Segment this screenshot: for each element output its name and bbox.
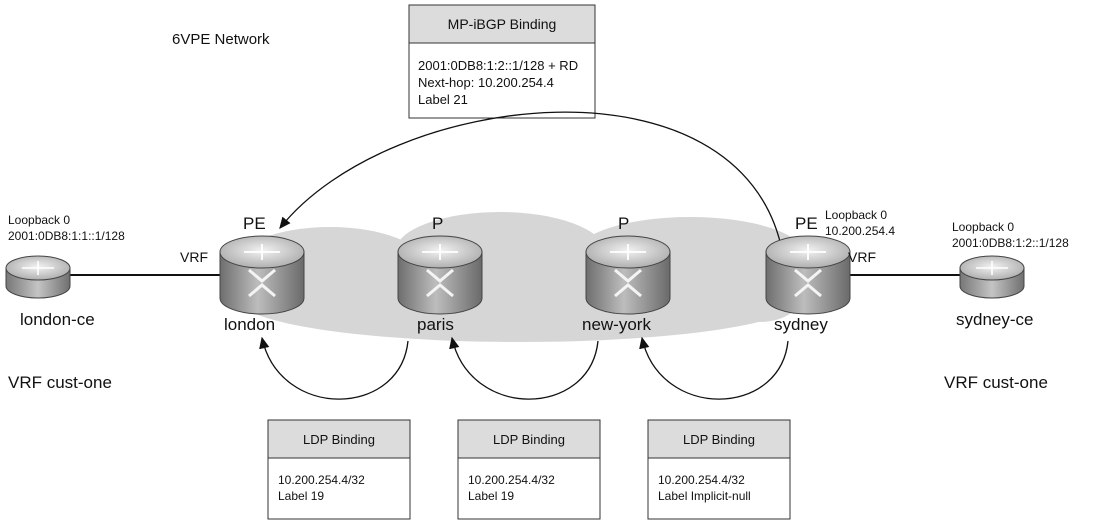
ldp-box-label: Label Implicit-null (658, 489, 751, 503)
sydney-ce-loopback-title: Loopback 0 (952, 220, 1014, 234)
router-paris[interactable] (397, 235, 483, 315)
ldp-box-prefix: 10.200.254.4/32 (658, 473, 745, 487)
new-york-role: P (618, 214, 629, 233)
sydney-ce-loopback-addr: 2001:0DB8:1:2::1/128 (952, 236, 1069, 250)
ldp-box-prefix: 10.200.254.4/32 (278, 473, 365, 487)
london-ce-loopback-title: Loopback 0 (8, 213, 70, 227)
london-name: london (224, 315, 275, 334)
mpbgp-advertisement-arrow (279, 111, 783, 251)
vrf-cust-left: VRF cust-one (8, 373, 112, 392)
mpbgp-box-line: 2001:0DB8:1:2::1/128 + RD (418, 58, 578, 73)
london-ce-loopback-addr: 2001:0DB8:1:1::1/128 (8, 229, 125, 243)
sydney-role: PE (795, 214, 818, 233)
ldp-binding-box: LDP Binding 10.200.254.4/32 Label 19 (457, 419, 601, 520)
router-arrows-icon (244, 244, 280, 260)
sydney-name: sydney (774, 315, 828, 334)
sydney-loopback-title: Loopback 0 (825, 208, 887, 222)
ldp-binding-box: LDP Binding 10.200.254.4/32 Label 19 (267, 419, 411, 520)
router-arrows-icon (790, 244, 826, 260)
mpbgp-box-line: Next-hop: 10.200.254.4 (418, 75, 554, 90)
label-switch-icon (426, 268, 454, 298)
provider-cloud (235, 212, 805, 342)
label-switch-icon (248, 268, 276, 298)
london-ce-name: london-ce (20, 310, 95, 329)
ldp-box-header: LDP Binding (303, 432, 375, 447)
router-new-york[interactable] (585, 235, 671, 315)
ldp-arrow-paris-london (259, 336, 409, 400)
ldp-arrow-newyork-paris (449, 336, 599, 400)
router-sydney[interactable] (765, 235, 851, 315)
new-york-name: new-york (582, 315, 651, 334)
ldp-arrow-sydney-newyork (639, 336, 789, 400)
router-arrows-icon (22, 261, 54, 275)
router-arrows-icon (422, 244, 458, 260)
ldp-box-label: Label 19 (468, 489, 514, 503)
vrf-label-left: VRF (180, 249, 208, 265)
ldp-binding-box: LDP Binding 10.200.254.4/32 Label Implic… (647, 419, 791, 520)
vrf-cust-right: VRF cust-one (944, 373, 1048, 392)
network-title: 6VPE Network (172, 31, 270, 48)
router-arrows-icon (610, 244, 646, 260)
router-london-ce[interactable] (5, 255, 71, 299)
ldp-box-header: LDP Binding (493, 432, 565, 447)
ldp-box-label: Label 19 (278, 489, 324, 503)
label-switch-icon (614, 268, 642, 298)
london-role: PE (243, 214, 266, 233)
ldp-box-prefix: 10.200.254.4/32 (468, 473, 555, 487)
mpbgp-binding-box: MP-iBGP Binding 2001:0DB8:1:2::1/128 + R… (408, 4, 596, 119)
label-switch-icon (794, 268, 822, 298)
paris-role: P (432, 214, 443, 233)
sydney-loopback-addr: 10.200.254.4 (825, 224, 895, 238)
mpbgp-box-line: Label 21 (418, 92, 468, 107)
ldp-box-header: LDP Binding (683, 432, 755, 447)
router-london[interactable] (219, 235, 305, 315)
paris-name: paris (417, 315, 454, 334)
sydney-ce-name: sydney-ce (956, 310, 1033, 329)
router-sydney-ce[interactable] (959, 255, 1025, 299)
vrf-label-right: VRF (848, 249, 876, 265)
router-arrows-icon (976, 261, 1008, 275)
mpbgp-box-header: MP-iBGP Binding (448, 16, 557, 32)
